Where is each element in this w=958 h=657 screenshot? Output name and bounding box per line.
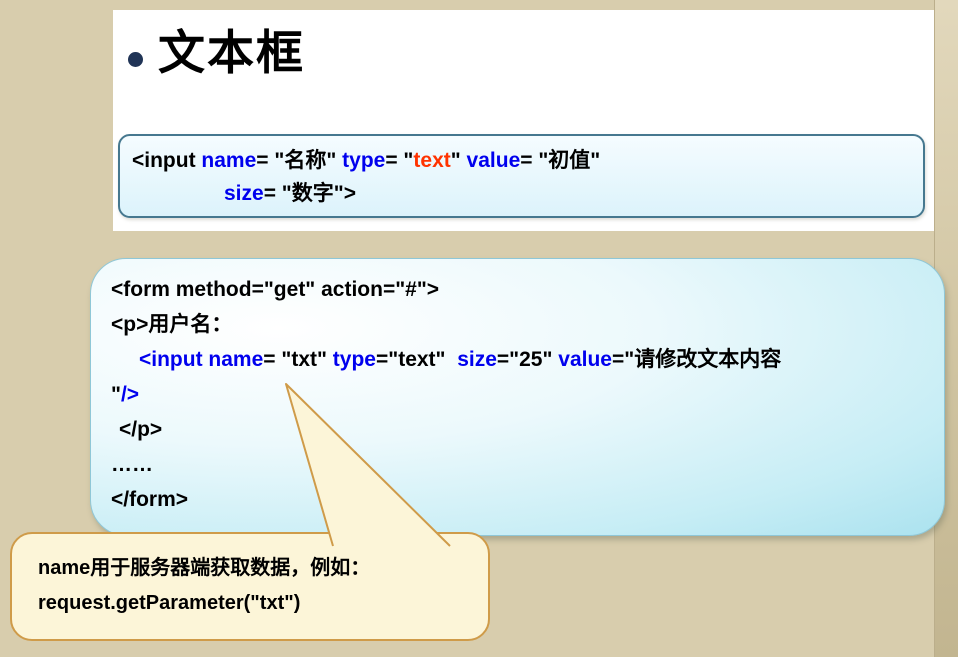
code-line: size= "数字"> [132, 177, 911, 210]
code-segment: size [457, 348, 497, 371]
code-line: <form method="get" action="#"> [111, 272, 924, 307]
code-line: "/> [111, 377, 924, 412]
code-line: <input name= "txt" type="text" size="25"… [111, 342, 924, 377]
code-segment: size [224, 182, 264, 205]
code-segment: </form> [111, 488, 189, 511]
callout-text-line: request.getParameter("txt") [38, 592, 301, 614]
code-segment: = "名称" [256, 149, 343, 172]
code-line: <p>用户名： [111, 307, 924, 342]
code-segment: <input name [139, 348, 264, 371]
code-segment: ="请修改文本内容 [611, 348, 782, 371]
code-segment: = "数字"> [263, 182, 356, 205]
slide-title: 文本框 [158, 26, 305, 81]
code-segment: = " [385, 149, 414, 172]
example-box: <form method="get" action="#"> <p>用户名： <… [90, 258, 945, 536]
code-segment: = "txt" [263, 348, 333, 371]
callout-text-line: name用于服务器端获取数据，例如： [38, 557, 371, 579]
slide-title-row: 文本框 [128, 28, 305, 80]
code-segment: value [466, 149, 521, 172]
code-segment: /> [120, 383, 140, 406]
code-line: </form> [111, 482, 924, 517]
code-segment: = "初值" [520, 149, 601, 172]
code-segment: <form method="get" action="#"> [111, 278, 440, 301]
code-segment: type [342, 149, 386, 172]
code-segment: text [413, 149, 451, 172]
code-segment: <p>用户名： [111, 313, 233, 336]
code-segment: <input [132, 149, 202, 172]
code-segment: name [201, 149, 257, 172]
code-segment: value [558, 348, 612, 371]
code-line: </p> [111, 412, 924, 447]
bullet-icon [128, 52, 143, 67]
code-line: <input name= "名称" type= "text" value= "初… [132, 144, 911, 177]
code-segment: type [332, 348, 376, 371]
code-line: …… [111, 447, 924, 482]
callout-note: name用于服务器端获取数据，例如： request.getParameter(… [10, 532, 490, 641]
syntax-box: <input name= "名称" type= "text" value= "初… [118, 134, 925, 218]
code-segment: ="25" [496, 348, 559, 371]
code-segment: " [450, 149, 467, 172]
code-segment: ="text" [375, 348, 458, 371]
code-segment: </p> [119, 418, 163, 441]
code-segment: …… [111, 453, 153, 476]
code-segment: " [111, 383, 121, 406]
